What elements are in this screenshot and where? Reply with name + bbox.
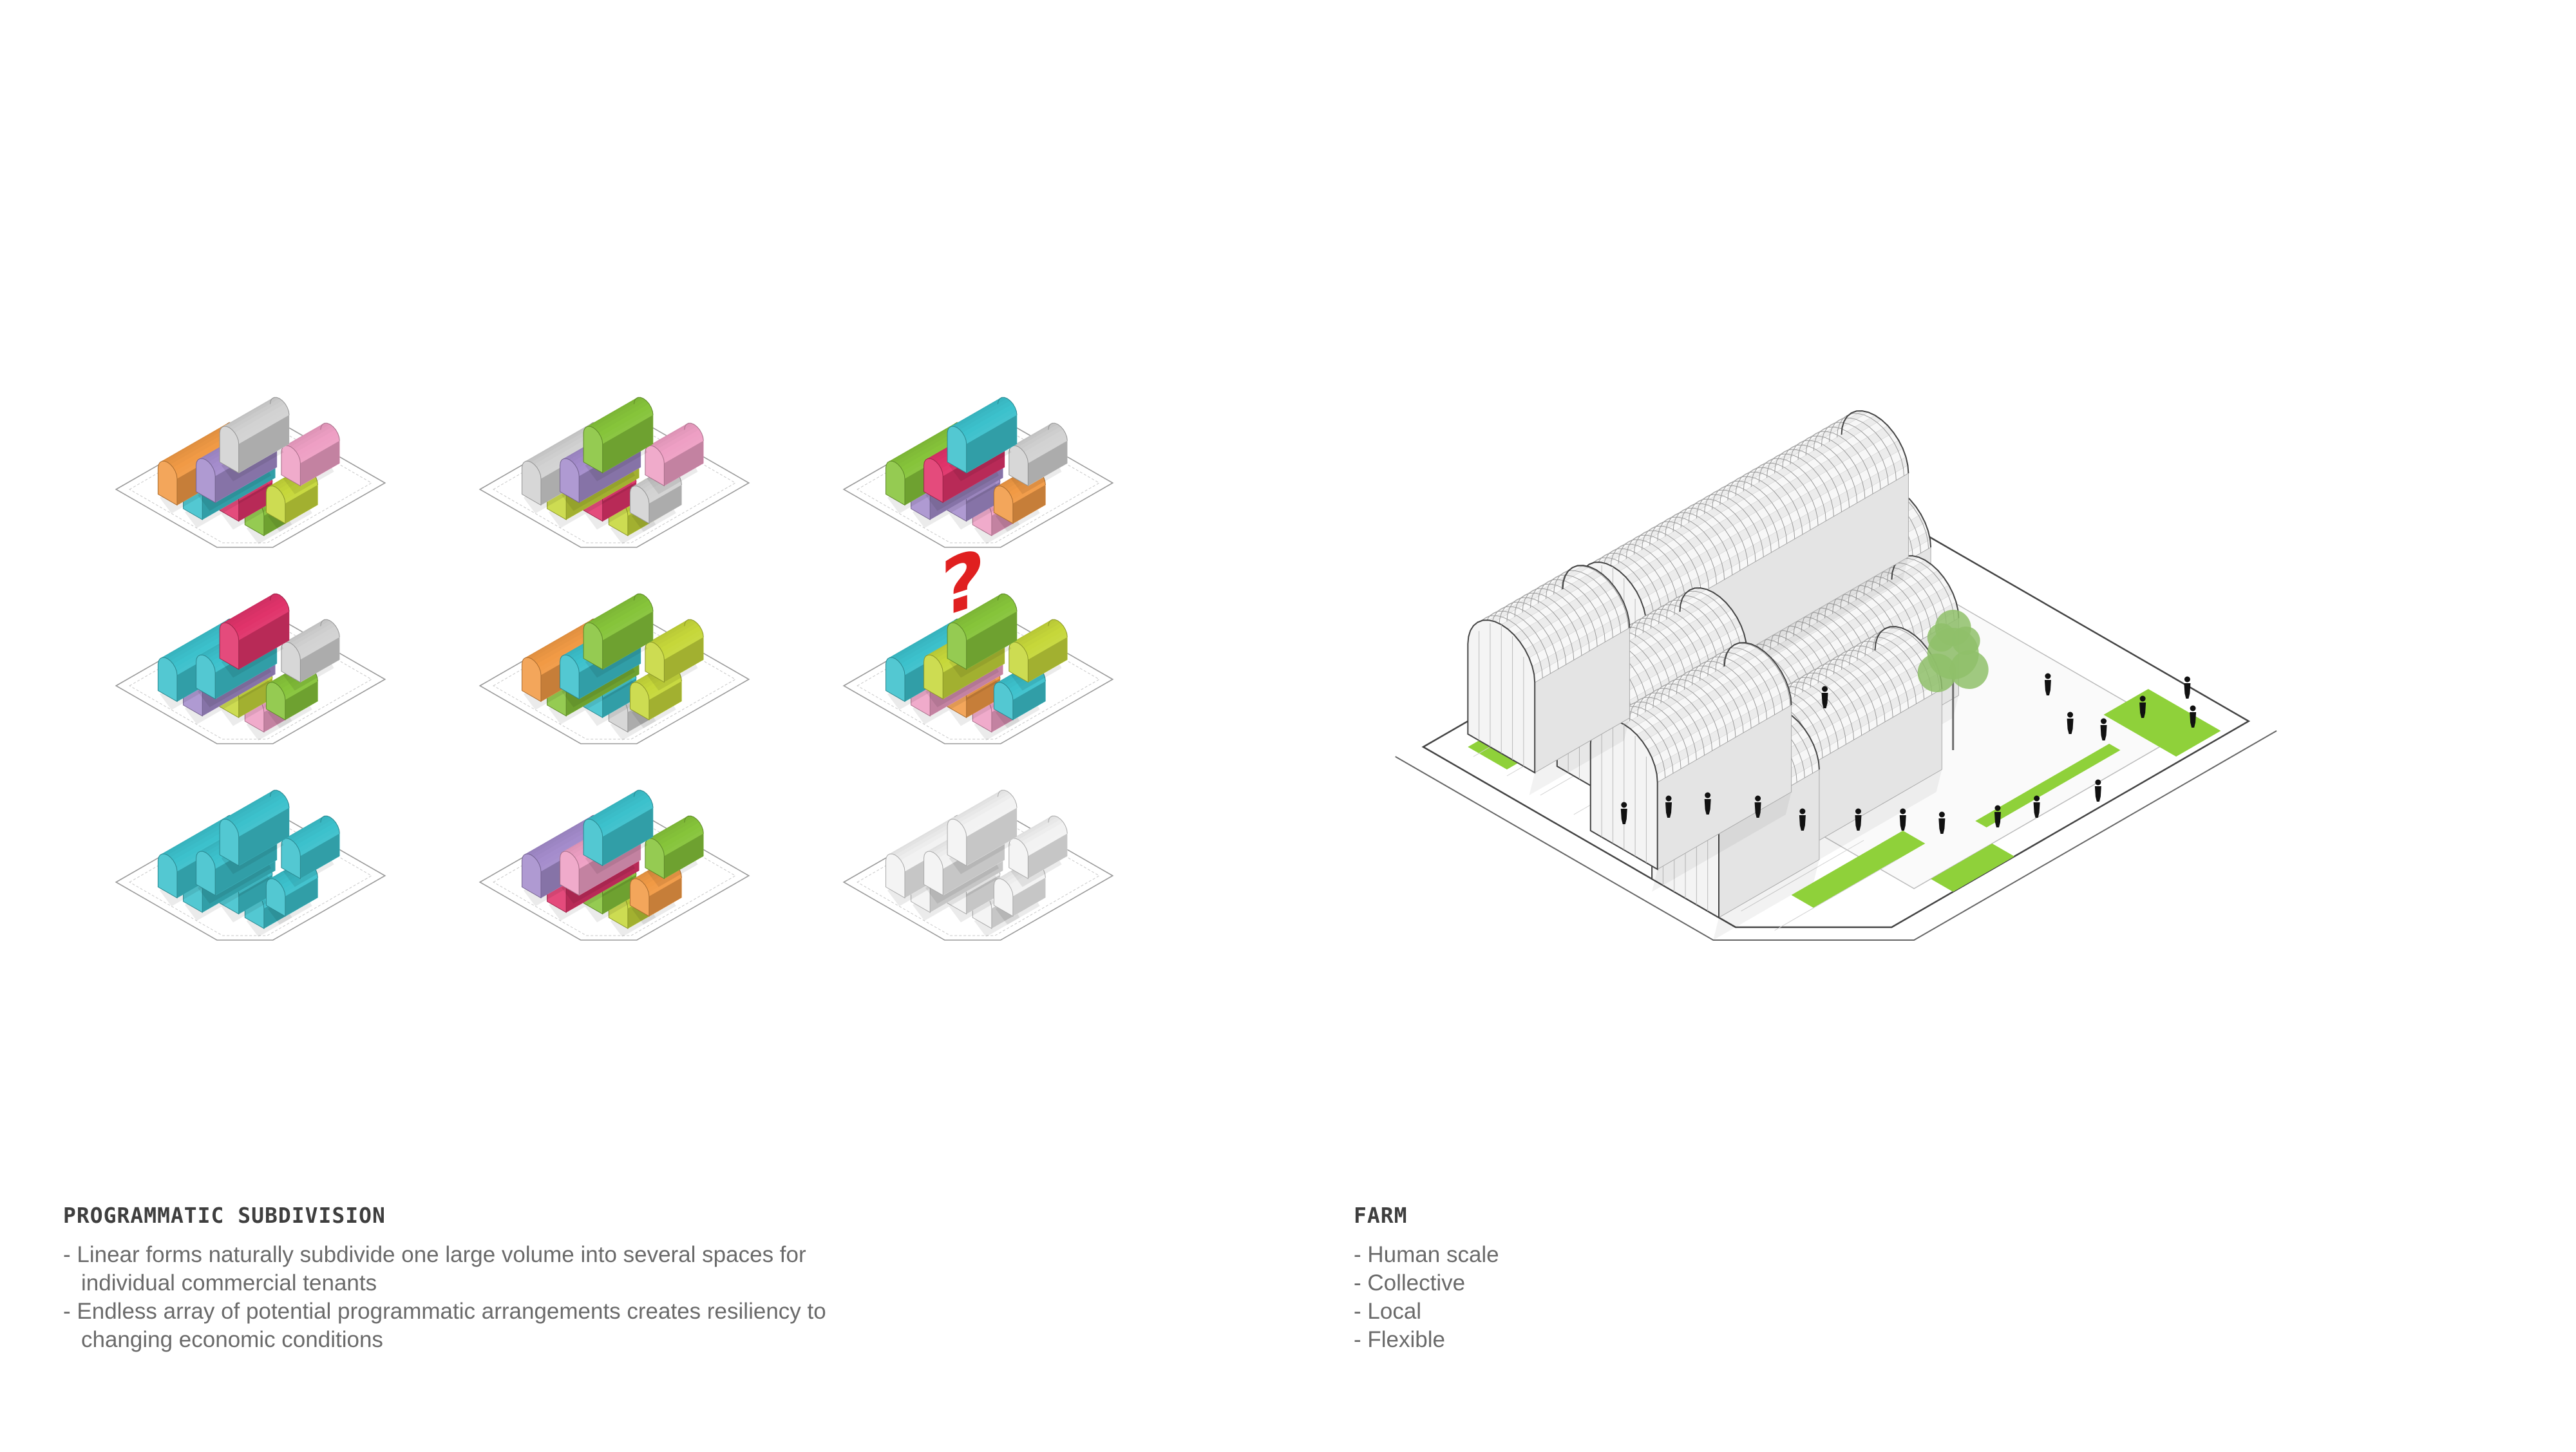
arrangement-diagram <box>478 789 750 941</box>
vault-volume <box>1009 815 1068 887</box>
tree-canopy <box>1949 650 1989 689</box>
vault-volume <box>645 422 704 495</box>
person-figure <box>1799 808 1806 831</box>
person-figure <box>2044 673 2051 695</box>
farm-axonometric <box>1395 410 2277 941</box>
person-figure <box>2033 795 2040 818</box>
caption-heading: PROGRAMMATIC SUBDIVISION <box>63 1203 386 1228</box>
caption-programmatic-subdivision: PROGRAMMATIC SUBDIVISION Linear forms na… <box>63 1203 900 1354</box>
tree-canopy <box>1917 654 1956 692</box>
site-boundary <box>493 416 736 543</box>
caption-item: Collective <box>1354 1269 1804 1297</box>
arrangement-diagram <box>842 593 1114 744</box>
vault-volume <box>645 815 704 887</box>
vault-volume <box>947 397 1018 482</box>
vault-volume <box>219 593 290 678</box>
site-boundary <box>129 809 372 936</box>
caption-list: Linear forms naturally subdivide one lar… <box>63 1241 900 1354</box>
site-boundary <box>857 416 1100 543</box>
vault-volume <box>947 789 1018 874</box>
site-boundary <box>857 612 1100 740</box>
vault-volume <box>1009 619 1068 691</box>
arrangement-diagram <box>115 593 386 744</box>
vault-volume <box>1009 422 1068 495</box>
site-boundary <box>129 612 372 740</box>
person-figure <box>2190 705 2197 728</box>
lawn-patch <box>2103 689 2221 757</box>
person-figure <box>2100 718 2107 740</box>
caption-item: Flexible <box>1354 1326 1804 1354</box>
question-mark: ? <box>940 532 985 636</box>
arrangement-diagram <box>115 789 386 941</box>
arrangement-diagram <box>478 397 750 548</box>
person-figure <box>2184 676 2191 699</box>
tree-canopy <box>1927 623 1956 652</box>
person-figure <box>1620 802 1627 824</box>
lawn-patch <box>1791 831 1926 908</box>
caption-heading: FARM <box>1354 1203 1408 1228</box>
arrangement-diagram <box>478 593 750 744</box>
caption-item: Local <box>1354 1297 1804 1326</box>
person-figure <box>1821 686 1828 708</box>
arrangement-diagram <box>115 397 386 548</box>
vault-volume <box>219 789 290 874</box>
person-figure <box>1899 808 1906 831</box>
vault-volume <box>583 397 654 482</box>
person-figure <box>2067 712 2074 734</box>
arrangement-diagram <box>842 397 1114 548</box>
vault-volume <box>583 789 654 874</box>
vault-volume <box>947 593 1018 678</box>
person-figure <box>1994 805 2001 827</box>
lawn-patch <box>1975 744 2121 827</box>
tree-canopy <box>1951 627 1980 655</box>
site-boundary <box>129 416 372 543</box>
vault-volume <box>281 619 340 691</box>
paving-joint <box>1741 840 1864 912</box>
person-figure <box>2139 695 2146 718</box>
person-figure <box>1704 792 1711 815</box>
person-figure <box>1938 811 1946 834</box>
vault-volume <box>281 422 340 495</box>
arrangement-diagram: ? <box>842 532 1114 941</box>
caption-item: Linear forms naturally subdivide one lar… <box>63 1241 900 1297</box>
vault-volume <box>281 815 340 887</box>
paving-joint <box>1774 859 1898 931</box>
site-boundary <box>857 809 1100 936</box>
street-curb <box>1395 730 2277 941</box>
caption-item: Human scale <box>1354 1241 1804 1269</box>
lawn-patch <box>1931 844 2014 892</box>
site-boundary <box>493 612 736 740</box>
vault-volume <box>645 619 704 691</box>
caption-item: Endless array of potential programmatic … <box>63 1297 900 1354</box>
vault-volume <box>219 397 290 482</box>
greenhouse-vault <box>1589 642 1792 892</box>
caption-list: Human scale Collective Local Flexible <box>1354 1241 1804 1354</box>
vault-volume <box>583 593 654 678</box>
caption-farm: FARM Human scale Collective Local Flexib… <box>1354 1203 1804 1354</box>
greenhouse-vault <box>1467 565 1631 795</box>
site-boundary <box>493 809 736 936</box>
person-figure <box>1754 795 1761 818</box>
person-figure <box>1665 795 1672 818</box>
person-figure <box>2094 779 2101 802</box>
arrangement-grid: ? <box>115 397 1114 941</box>
person-figure <box>1855 808 1862 831</box>
